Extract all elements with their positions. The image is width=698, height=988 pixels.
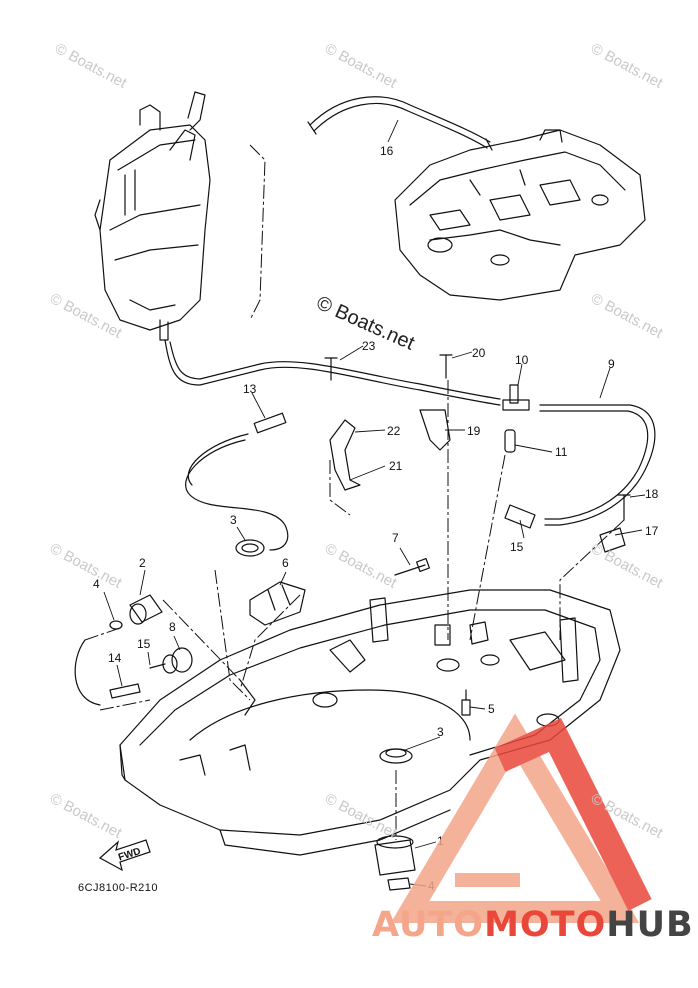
hose-16 [307,96,493,151]
hose-long [164,339,501,406]
hose-13 [185,433,289,551]
callout-6: 6 [282,556,289,570]
callout-16: 16 [380,144,394,158]
callout-17: 17 [645,524,659,538]
callout-13: 13 [243,382,257,396]
callout-18: 18 [645,487,659,501]
engine-base-plate [394,129,646,301]
callout-15-right: 15 [510,540,524,554]
hose-9 [539,404,656,526]
callout-15-left: 15 [137,637,151,651]
callout-23: 23 [362,339,376,353]
diagram-code: 6CJ8100-R210 [78,882,158,894]
callout-11: 11 [555,445,568,459]
callout-3-lower: 3 [437,725,444,739]
logo-part-moto: MOTO [484,905,607,945]
callout-9: 9 [608,357,615,371]
callout-10: 10 [515,353,529,367]
callout-labels: 16 23 20 10 9 13 22 19 11 21 18 3 7 15 1… [93,144,659,893]
callout-7: 7 [392,531,399,545]
logo-part-auto: AUTO [372,905,485,945]
callout-8: 8 [169,620,176,634]
callout-14: 14 [108,651,122,665]
logo-part-hub: HUB [606,905,694,945]
callout-4-left: 4 [93,577,100,591]
callout-2: 2 [139,556,146,570]
vapor-separator-assembly [94,91,211,341]
automotohub-logo-icon [390,713,652,923]
callout-22: 22 [387,424,401,438]
callout-19: 19 [467,424,481,438]
fwd-arrow-icon: FWD [98,839,151,872]
callout-21: 21 [389,459,403,473]
callout-20: 20 [472,346,486,360]
bottom-cowling [119,589,621,856]
callout-3-upper: 3 [230,513,237,527]
automotohub-logo-text: AUTOMOTOHUB [372,905,694,945]
callout-5: 5 [488,702,495,716]
